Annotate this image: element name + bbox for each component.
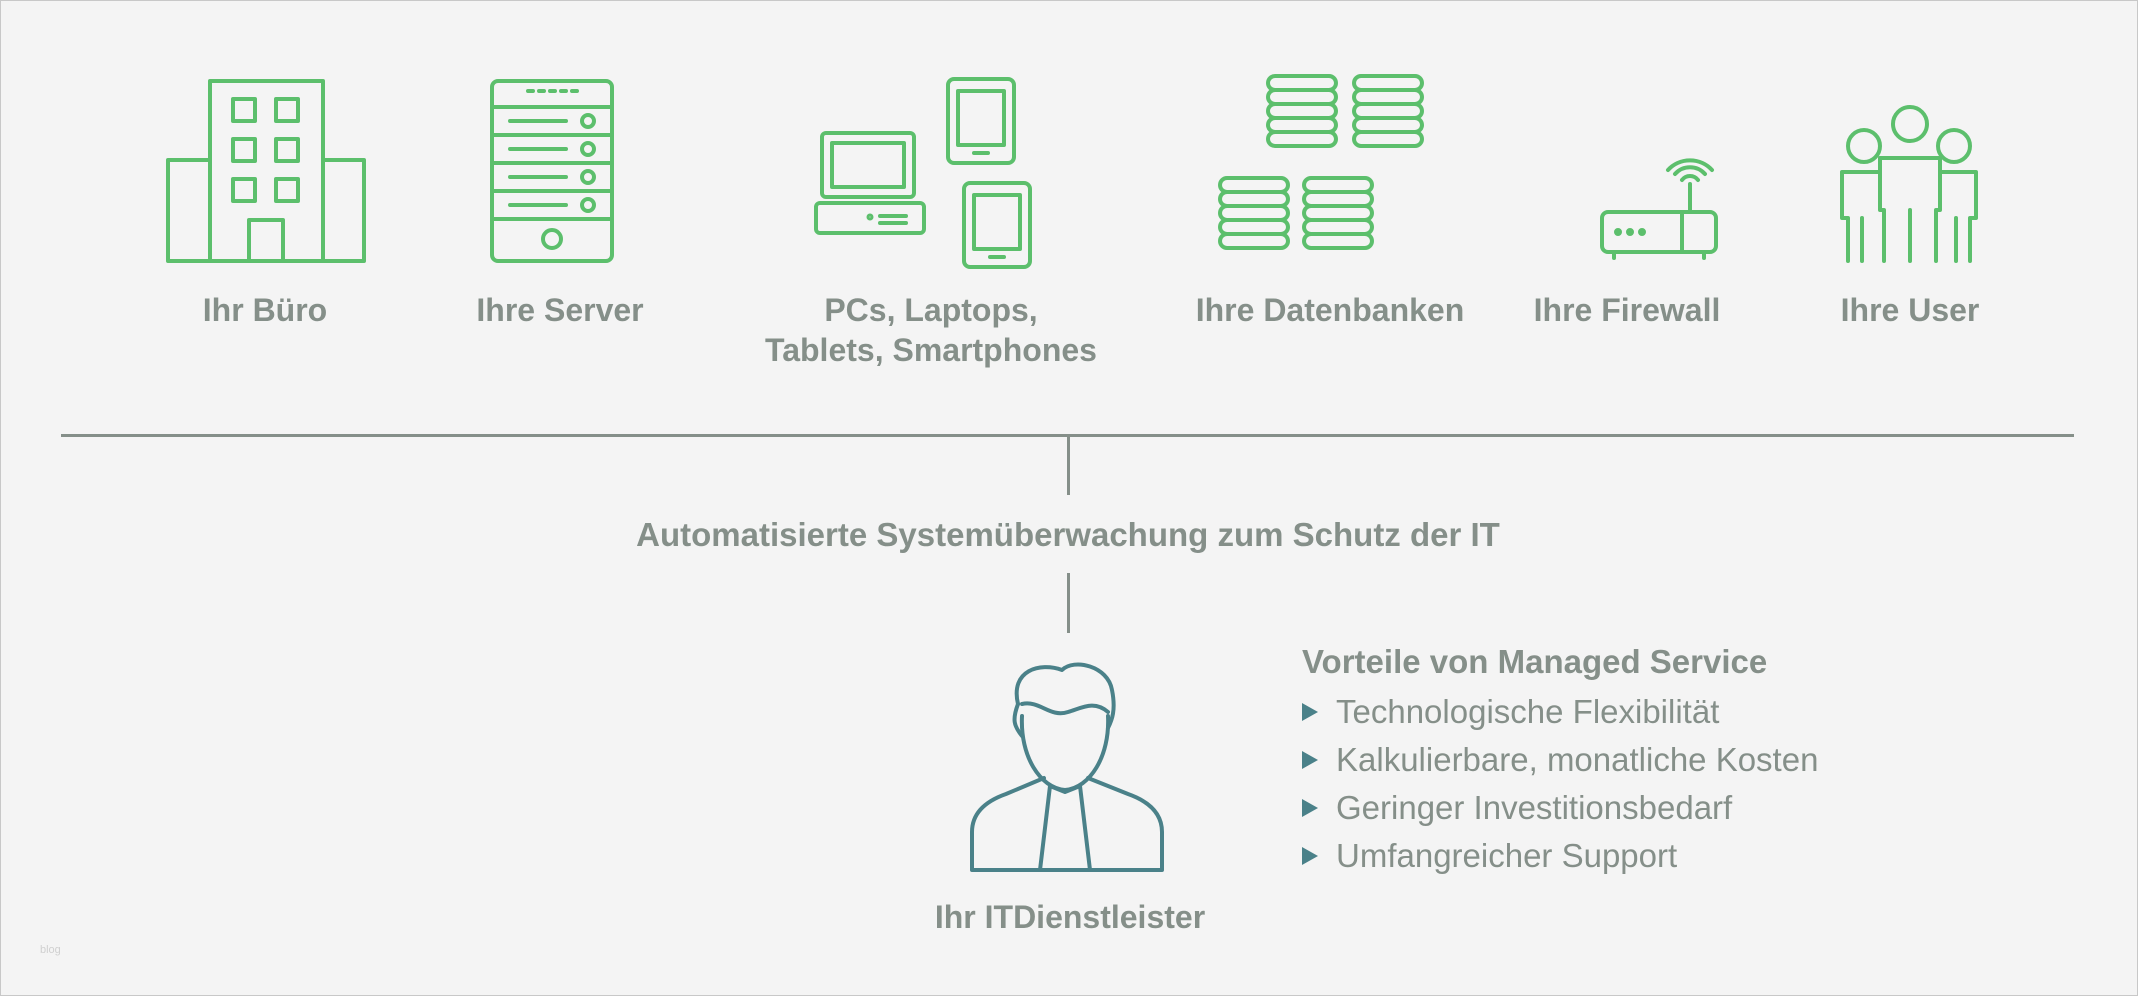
office-label: Ihr Büro [202,292,328,328]
router-icon [1600,158,1720,262]
vertical-connector-top [1067,435,1070,495]
advantage-item: Technologische Flexibilität [1302,688,1818,736]
users-label: Ihre User [1840,292,1980,328]
advantage-item: Kalkulierbare, monatliche Kosten [1302,736,1818,784]
office-building-icon [166,79,366,263]
bullet-triangle-icon [1302,703,1318,721]
database-icon [1216,66,1424,260]
advantages-box: Vorteile von Managed Service Technologis… [1302,640,1818,880]
advantage-text: Umfangreicher Support [1336,837,1678,874]
devices-label-line2: Tablets, Smartphones [765,332,1097,368]
advantage-item: Umfangreicher Support [1302,832,1818,880]
watermark: blog [40,944,61,956]
firewall-label: Ihre Firewall [1533,292,1721,328]
server-rack-icon [490,79,614,263]
bullet-triangle-icon [1302,847,1318,865]
advantage-text: Technologische Flexibilität [1336,693,1720,730]
person-icon [970,660,1164,872]
advantage-item: Geringer Investitionsbedarf [1302,784,1818,832]
provider-label: Ihr ITDienstleister [934,899,1206,935]
devices-label-line1: PCs, Laptops, [824,292,1038,328]
bullet-triangle-icon [1302,799,1318,817]
vertical-connector-bottom [1067,573,1070,633]
advantages-title: Vorteile von Managed Service [1302,643,1768,680]
advantage-text: Geringer Investitionsbedarf [1336,789,1733,826]
devices-label: PCs, Laptops, Tablets, Smartphones [765,290,1097,370]
devices-icon [814,77,1034,269]
server-label: Ihre Server [476,292,644,328]
advantage-text: Kalkulierbare, monatliche Kosten [1336,741,1819,778]
database-label: Ihre Datenbanken [1195,292,1465,328]
monitoring-label: Automatisierte Systemüberwachung zum Sch… [636,516,1500,553]
users-icon [1840,104,1980,264]
bullet-triangle-icon [1302,751,1318,769]
